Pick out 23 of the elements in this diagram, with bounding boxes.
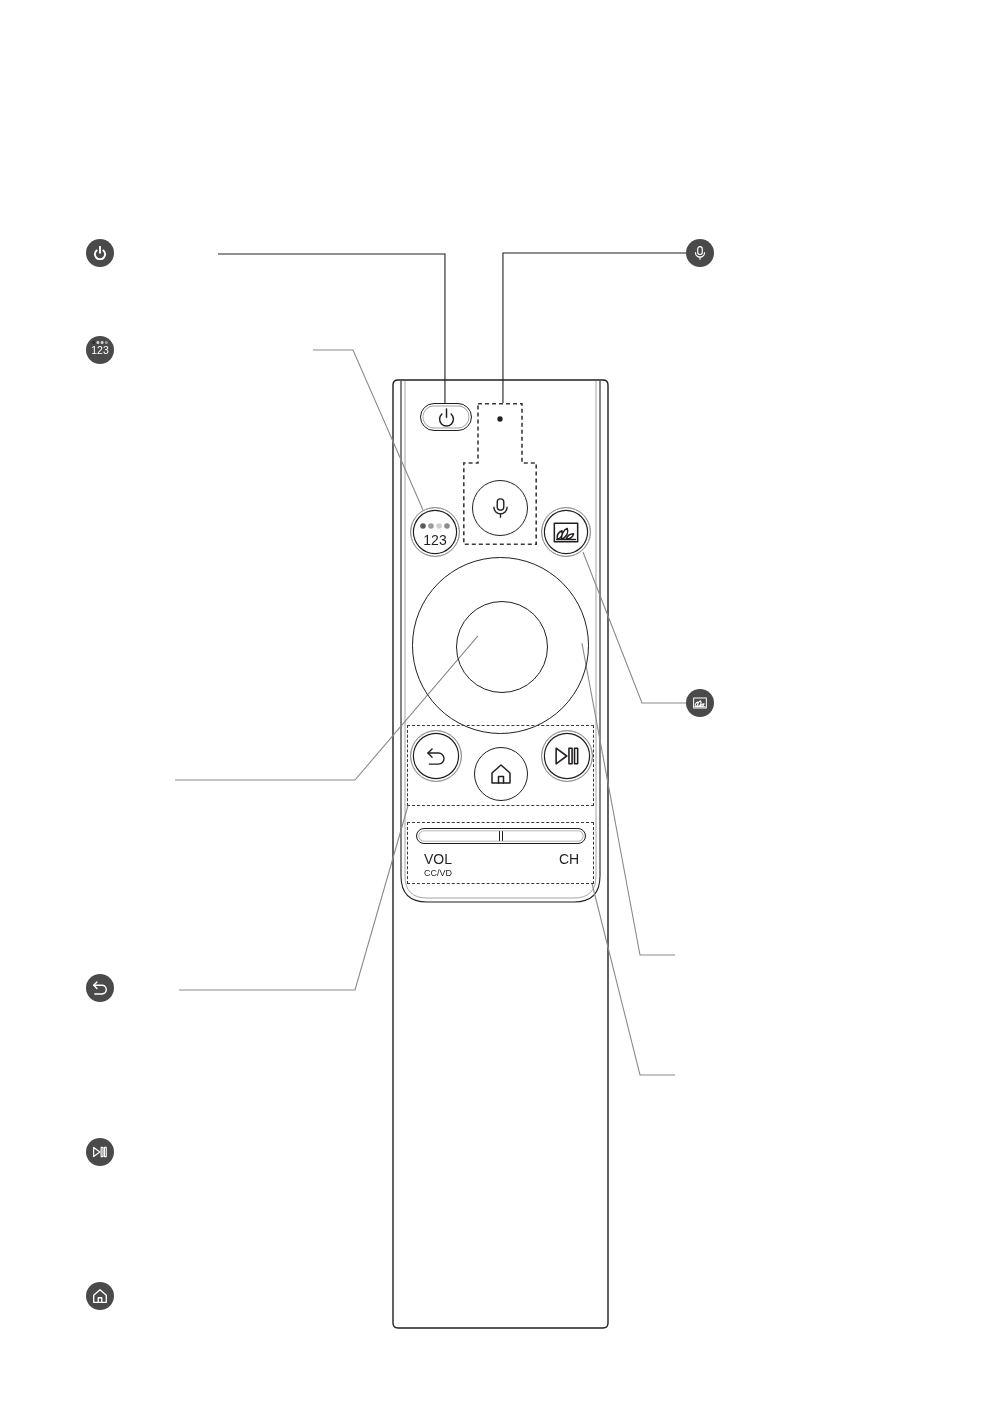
leader-line bbox=[217, 253, 446, 404]
number-button: 123 bbox=[410, 507, 460, 557]
ambient-button bbox=[541, 507, 591, 557]
rocker-button bbox=[416, 828, 586, 844]
microphone-icon bbox=[686, 239, 714, 267]
button-group-area bbox=[407, 725, 594, 806]
leader-line bbox=[581, 642, 676, 956]
back-button bbox=[410, 730, 462, 782]
volume-label: VOL bbox=[424, 852, 452, 868]
channel-label: CH bbox=[559, 852, 580, 868]
picture-frame-icon bbox=[686, 689, 714, 717]
volume-channel-area bbox=[407, 822, 594, 884]
play-pause-button bbox=[541, 730, 593, 782]
cc-vd-label: CC/VD bbox=[424, 869, 452, 879]
leader-line bbox=[174, 635, 479, 781]
power-button bbox=[420, 403, 472, 431]
leader-line bbox=[312, 349, 424, 511]
leader-line bbox=[582, 551, 687, 704]
leader-line bbox=[591, 883, 676, 1076]
leader-line bbox=[178, 805, 409, 991]
microphone-area bbox=[463, 403, 537, 545]
number-text: 123 bbox=[91, 345, 109, 357]
leader-line bbox=[502, 252, 687, 404]
